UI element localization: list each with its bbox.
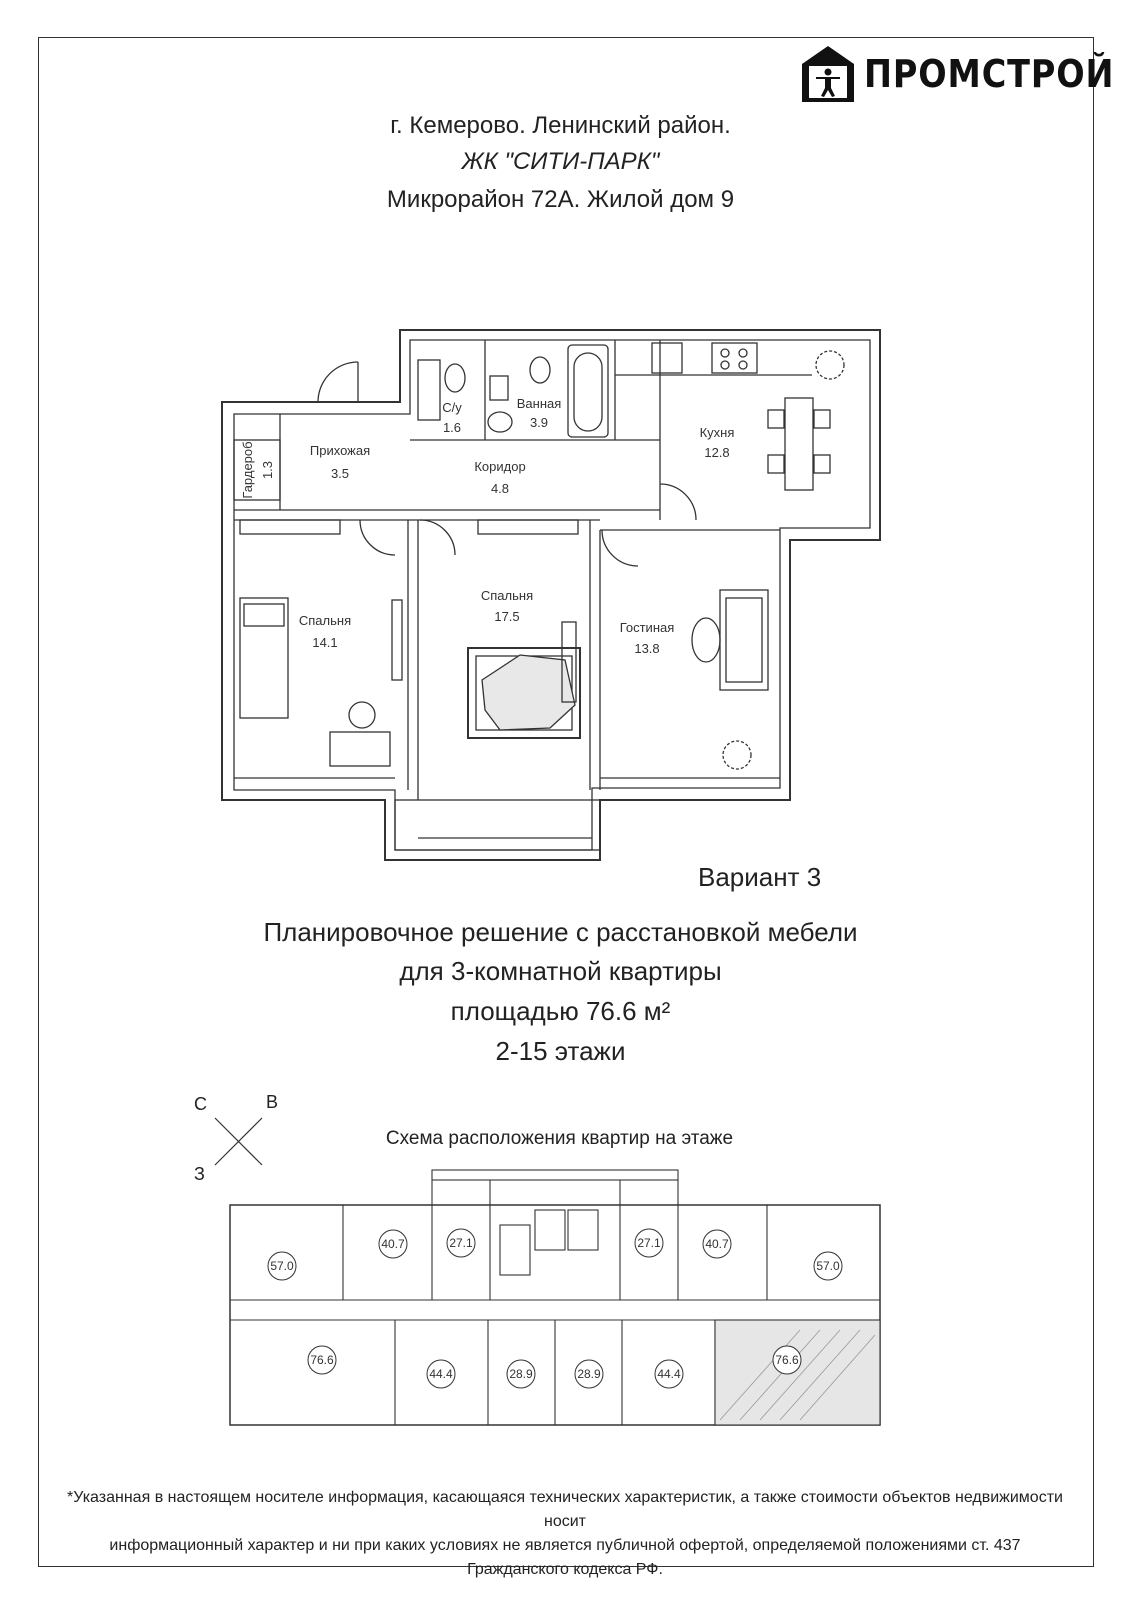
room-bedroom2-area: 17.5 — [494, 609, 519, 624]
room-bath-name: Ванная — [517, 396, 562, 411]
brand-name: ПРОМСТРОЙ — [864, 52, 1115, 96]
compass-west: З — [194, 1164, 205, 1184]
room-hall-area: 3.5 — [331, 466, 349, 481]
scheme-apt-top-1: 57.0 — [270, 1259, 294, 1273]
room-hall-name: Прихожая — [310, 443, 370, 458]
scheme-apt-top-5: 40.7 — [705, 1237, 729, 1251]
page-frame — [38, 37, 1094, 1567]
scheme-apt-top-4: 27.1 — [637, 1236, 661, 1250]
address-line: г. Кемерово. Ленинский район. — [390, 112, 731, 139]
room-bedroom1-name: Спальня — [299, 613, 351, 628]
building-line: Микрорайон 72А. Жилой дом 9 — [386, 186, 735, 213]
room-living-name: Гостиная — [620, 620, 675, 635]
variant-label: Вариант 3 — [698, 862, 822, 892]
scheme-apt-bottom-1: 76.6 — [310, 1353, 334, 1367]
description-line-1: Планировочное решение с расстановкой меб… — [263, 917, 858, 947]
scheme-apt-top-6: 57.0 — [816, 1259, 840, 1273]
scheme-apt-top-3: 27.1 — [449, 1236, 473, 1250]
description-line-3: площадью 76.6 м² — [450, 996, 671, 1026]
room-kitchen-name: Кухня — [700, 425, 735, 440]
room-bedroom2-name: Спальня — [481, 588, 533, 603]
scheme-title: Схема расположения квартир на этаже — [385, 1128, 734, 1149]
room-wc-area: 1.6 — [443, 420, 461, 435]
room-corridor-name: Коридор — [474, 459, 525, 474]
description-line-2: для 3-комнатной квартиры — [399, 956, 722, 986]
footnote: *Указанная в настоящем носителе информац… — [60, 1486, 1070, 1582]
scheme-apt-bottom-4: 28.9 — [577, 1367, 601, 1381]
room-kitchen-area: 12.8 — [704, 445, 729, 460]
room-living-area: 13.8 — [634, 641, 659, 656]
room-bath-area: 3.9 — [530, 415, 548, 430]
scheme-apt-bottom-3: 28.9 — [509, 1367, 533, 1381]
house-person-icon — [802, 46, 854, 102]
room-wardrobe-name: Гардероб — [240, 441, 255, 498]
brand-logo: ПРОМСТРОЙ — [800, 44, 1131, 104]
scheme-apt-bottom-2: 44.4 — [429, 1367, 453, 1381]
description-line-4: 2-15 этажи — [495, 1036, 626, 1066]
compass: С В З — [194, 1092, 278, 1184]
compass-east: В — [266, 1092, 278, 1112]
scheme-apt-bottom-6: 76.6 — [775, 1353, 799, 1367]
footnote-line-1: *Указанная в настоящем носителе информац… — [67, 1489, 1063, 1530]
complex-name: ЖК "СИТИ-ПАРК" — [461, 148, 660, 175]
room-corridor-area: 4.8 — [491, 481, 509, 496]
compass-north: С — [194, 1094, 207, 1114]
room-bedroom1-area: 14.1 — [312, 635, 337, 650]
highlighted-apartment — [714, 1319, 881, 1426]
room-wardrobe-area: 1.3 — [260, 461, 275, 479]
room-wc-name: С/у — [442, 400, 462, 415]
footnote-line-2: информационный характер и ни при каких у… — [109, 1537, 1021, 1578]
scheme-apt-bottom-5: 44.4 — [657, 1367, 681, 1381]
scheme-apt-top-2: 40.7 — [381, 1237, 405, 1251]
